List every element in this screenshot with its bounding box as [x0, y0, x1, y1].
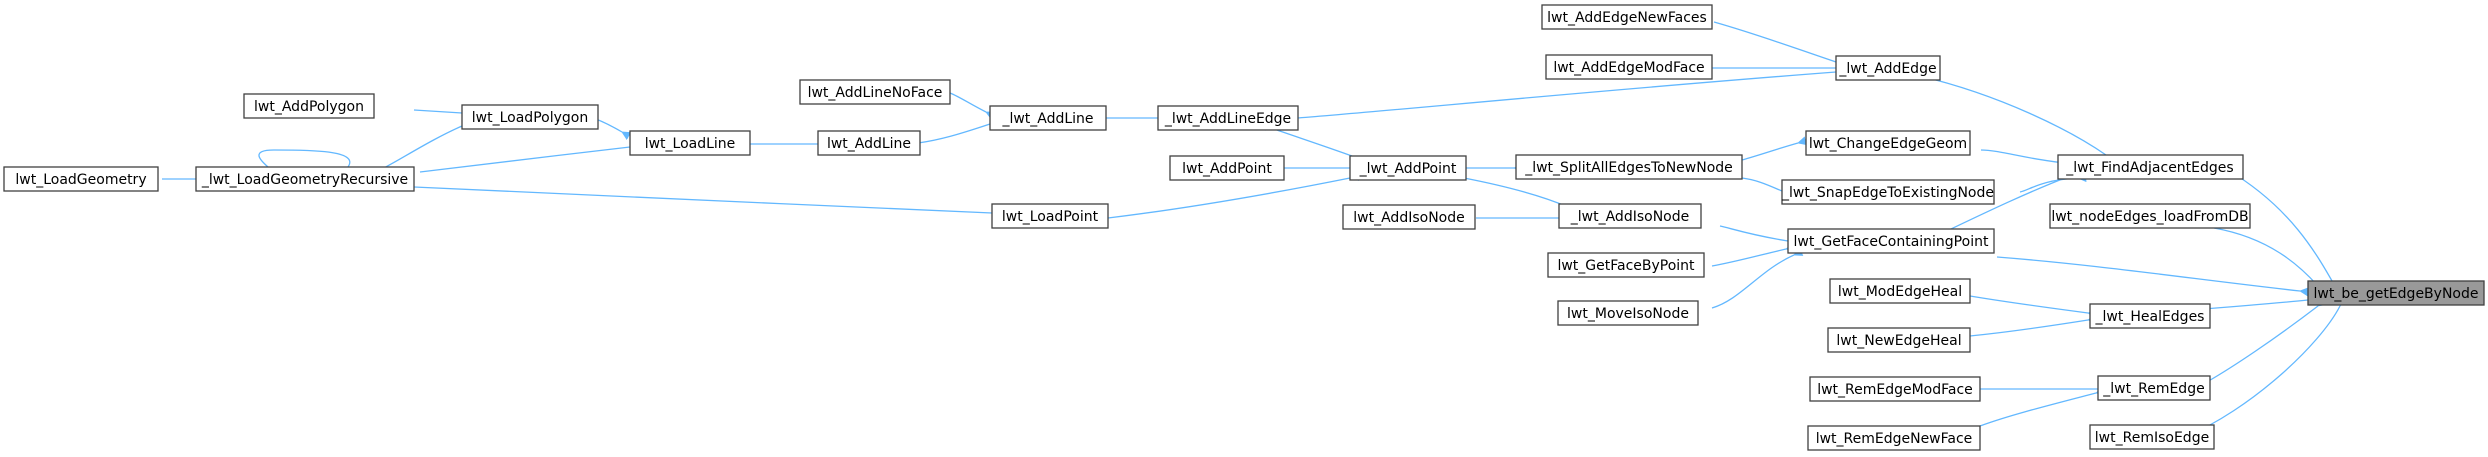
- node-rem-iso-edge[interactable]: lwt_RemIsoEdge: [2089, 424, 2215, 450]
- edge-addpointpriv-to-addlineedge: [1264, 122, 1353, 157]
- edge-isonodepriv-to-getface: [1719, 225, 1797, 247]
- node-label: lwt_RemIsoEdge: [2095, 430, 2209, 446]
- edge-addpointpriv-to-isonodepriv: [1463, 177, 1578, 215]
- node-add-point[interactable]: lwt_AddPoint: [1169, 155, 1285, 181]
- node-label: lwt_AddLine: [827, 136, 911, 152]
- node-add-edge-new-faces[interactable]: lwt_AddEdgeNewFaces: [1541, 4, 1713, 30]
- node-snap-edge-to-existing-node[interactable]: _lwt_SnapEdgeToExistingNode: [1781, 179, 1995, 205]
- node-label: lwt_ChangeEdgeGeom: [1809, 136, 1967, 152]
- node-load-polygon[interactable]: lwt_LoadPolygon: [461, 104, 599, 130]
- edge-loadgeomrec-self: [258, 149, 351, 177]
- node-add-point-priv[interactable]: _lwt_AddPoint: [1349, 155, 1467, 181]
- node-mod-edge-heal[interactable]: lwt_ModEdgeHeal: [1829, 278, 1971, 304]
- edge-addedge-to-findadj: [1919, 75, 2116, 164]
- node-lwt-be-getedgebynode[interactable]: lwt_be_getEdgeByNode: [2307, 280, 2485, 306]
- node-load-point[interactable]: lwt_LoadPoint: [991, 203, 1109, 229]
- edge-getface-to-root: [1996, 256, 2309, 297]
- node-label: lwt_GetFaceByPoint: [1557, 258, 1695, 274]
- edge-loadgeomrec-to-loadpolygon: [379, 118, 472, 171]
- node-nodeedges-loadfromdb[interactable]: lwt_nodeEdges_loadFromDB: [2049, 203, 2251, 229]
- node-heal-edges[interactable]: _lwt_HealEdges: [2089, 303, 2211, 329]
- node-label: lwt_LoadPoint: [1002, 209, 1099, 225]
- edge-split-to-snap: [1741, 177, 1792, 199]
- node-label: _lwt_RemEdge: [2102, 381, 2204, 397]
- node-label: lwt_RemEdgeModFace: [1817, 382, 1973, 398]
- node-add-iso-node[interactable]: lwt_AddIsoNode: [1342, 204, 1476, 230]
- node-label: _lwt_AddLine: [1001, 111, 1093, 127]
- node-label: lwt_nodeEdges_loadFromDB: [2051, 209, 2248, 225]
- node-label: _lwt_HealEdges: [2095, 309, 2205, 325]
- edge-moveisonode-to-getface: [1711, 247, 1804, 309]
- node-label: lwt_AddIsoNode: [1353, 210, 1464, 226]
- node-split-all-edges[interactable]: _lwt_SplitAllEdgesToNewNode: [1515, 154, 1743, 180]
- node-label: _lwt_AddEdge: [1838, 61, 1936, 77]
- node-add-edge[interactable]: _lwt_AddEdge: [1835, 55, 1941, 81]
- node-label: lwt_AddEdgeModFace: [1553, 60, 1704, 76]
- node-label: lwt_AddPolygon: [254, 99, 364, 115]
- node-rem-edge-new-face[interactable]: lwt_RemEdgeNewFace: [1807, 425, 1981, 451]
- node-add-line-priv[interactable]: _lwt_AddLine: [989, 105, 1107, 131]
- edge-addline-to-addlinepriv: [917, 117, 1000, 144]
- node-label: lwt_ModEdgeHeal: [1838, 284, 1962, 300]
- node-label: lwt_RemEdgeNewFace: [1816, 431, 1973, 447]
- node-label: lwt_LoadPolygon: [472, 110, 588, 126]
- node-layer: lwt_be_getEdgeByNode _lwt_FindAdjacentEd…: [3, 4, 2485, 451]
- node-add-line-edge[interactable]: _lwt_AddLineEdge: [1157, 105, 1299, 131]
- edge-loadgeomrec-to-loadline: [419, 141, 639, 173]
- node-label: _lwt_LoadGeometryRecursive: [201, 172, 408, 188]
- node-new-edge-heal[interactable]: lwt_NewEdgeHeal: [1827, 327, 1971, 353]
- edge-nofaces-to-addlinepriv: [949, 92, 996, 120]
- node-add-iso-node-priv[interactable]: _lwt_AddIsoNode: [1558, 203, 1702, 229]
- node-label: lwt_AddPoint: [1182, 161, 1272, 177]
- node-label: _lwt_SplitAllEdgesToNewNode: [1524, 160, 1733, 176]
- edge-addpolygon-to-loadpolygon: [413, 108, 471, 119]
- node-label: _lwt_AddIsoNode: [1570, 209, 1689, 225]
- node-label: lwt_AddEdgeNewFaces: [1547, 10, 1707, 26]
- edge-split-to-changegeom: [1741, 136, 1808, 161]
- node-label: lwt_be_getEdgeByNode: [2314, 286, 2479, 302]
- node-add-edge-mod-face[interactable]: lwt_AddEdgeModFace: [1545, 54, 1713, 80]
- node-label: lwt_LoadLine: [645, 136, 736, 152]
- node-add-line-no-face[interactable]: lwt_AddLineNoFace: [799, 79, 951, 105]
- edge-facebypoint-to-getface: [1711, 242, 1796, 267]
- node-label: lwt_AddLineNoFace: [808, 85, 943, 101]
- node-load-geometry-recursive[interactable]: _lwt_LoadGeometryRecursive: [195, 166, 415, 192]
- edge-remnewface-to-remedge: [1979, 386, 2106, 427]
- node-label: _lwt_AddLineEdge: [1164, 111, 1291, 127]
- node-find-adjacent-edges[interactable]: _lwt_FindAdjacentEdges: [2057, 154, 2244, 180]
- node-add-polygon[interactable]: lwt_AddPolygon: [243, 93, 375, 119]
- edge-modheal-to-heal: [1969, 295, 2097, 319]
- node-label: _lwt_FindAdjacentEdges: [2065, 160, 2233, 176]
- edge-loadgeomrec-to-loadpoint: [413, 186, 1001, 218]
- node-load-geometry[interactable]: lwt_LoadGeometry: [3, 166, 159, 192]
- edge-remedge-to-root: [2195, 297, 2328, 389]
- node-label: lwt_GetFaceContainingPoint: [1794, 234, 1989, 250]
- node-rem-edge[interactable]: _lwt_RemEdge: [2097, 375, 2211, 401]
- node-rem-edge-mod-face[interactable]: lwt_RemEdgeModFace: [1809, 376, 1981, 402]
- edge-changegeom-to-findadj: [1980, 149, 2075, 169]
- edge-addlineedge-to-addedge: [1297, 66, 1845, 119]
- node-label: lwt_NewEdgeHeal: [1836, 333, 1961, 349]
- edge-nodeedges-to-root: [2213, 227, 2327, 296]
- node-get-face-by-point[interactable]: lwt_GetFaceByPoint: [1547, 252, 1705, 278]
- edge-layer: [162, 21, 2349, 438]
- node-label: lwt_LoadGeometry: [15, 172, 146, 188]
- edge-newheal-to-heal: [1969, 314, 2097, 337]
- node-label: lwt_MoveIsoNode: [1567, 306, 1689, 322]
- node-load-line[interactable]: lwt_LoadLine: [629, 130, 751, 156]
- node-getface-containing-point[interactable]: lwt_GetFaceContainingPoint: [1787, 228, 1995, 254]
- node-change-edge-geom[interactable]: lwt_ChangeEdgeGeom: [1805, 130, 1971, 156]
- node-add-line[interactable]: lwt_AddLine: [817, 130, 921, 156]
- node-label: _lwt_SnapEdgeToExistingNode: [1781, 185, 1994, 201]
- edge-loadpoint-to-addpointpriv: [1107, 171, 1359, 219]
- edge-findadjacent-to-root: [2227, 169, 2349, 305]
- edge-newfaces-to-addedge: [1713, 21, 1846, 69]
- node-move-iso-node[interactable]: lwt_MoveIsoNode: [1557, 300, 1699, 326]
- node-label: _lwt_AddPoint: [1359, 161, 1457, 177]
